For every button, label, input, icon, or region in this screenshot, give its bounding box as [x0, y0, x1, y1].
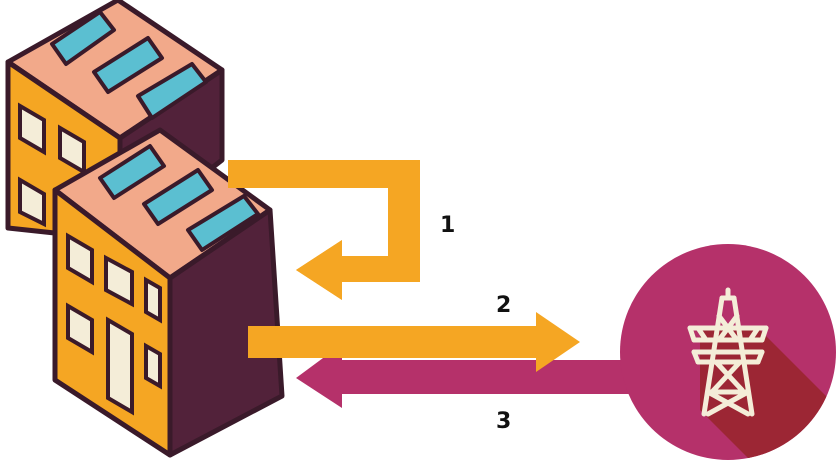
- power-grid-tower-icon: [687, 287, 769, 417]
- front-building: [52, 127, 285, 458]
- flow-arrow-2: [248, 312, 580, 372]
- solar-panel-icon: [50, 10, 208, 120]
- flow-arrow-3: [296, 344, 640, 408]
- flow-label-2: 2: [496, 293, 511, 318]
- flow-arrow-1: [228, 160, 420, 300]
- flow-label-3: 3: [496, 409, 511, 434]
- power-grid-circle: [620, 244, 836, 460]
- flow-label-1: 1: [440, 213, 455, 238]
- solar-panel-icon: [98, 144, 260, 252]
